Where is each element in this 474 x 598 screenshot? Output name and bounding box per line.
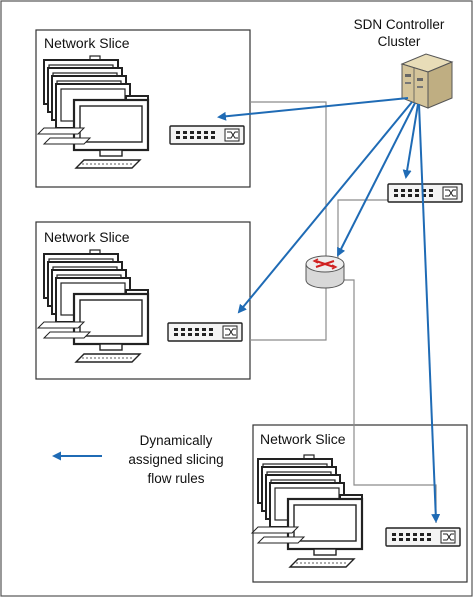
controller-label: SDN Controller Cluster	[339, 16, 459, 50]
network-switch-icon	[387, 183, 463, 203]
flow-rule-arrows	[217, 97, 441, 523]
network-switch-icon	[167, 322, 243, 342]
controller-label-line1: SDN Controller	[353, 17, 445, 32]
controller-label-line2: Cluster	[377, 34, 421, 49]
legend-line2: assigned slicing	[128, 452, 224, 467]
slice-title: Network Slice	[260, 431, 346, 447]
legend-label: Dynamically assigned slicing flow rules	[96, 431, 256, 488]
server-icon	[400, 53, 454, 109]
slice-title: Network Slice	[44, 35, 130, 51]
network-switch-icon	[169, 125, 245, 145]
router-icon	[305, 255, 345, 289]
network-switch-icon	[385, 527, 461, 547]
legend-line3: flow rules	[147, 471, 205, 486]
slice-title: Network Slice	[44, 229, 130, 245]
legend-line1: Dynamically	[139, 433, 213, 448]
